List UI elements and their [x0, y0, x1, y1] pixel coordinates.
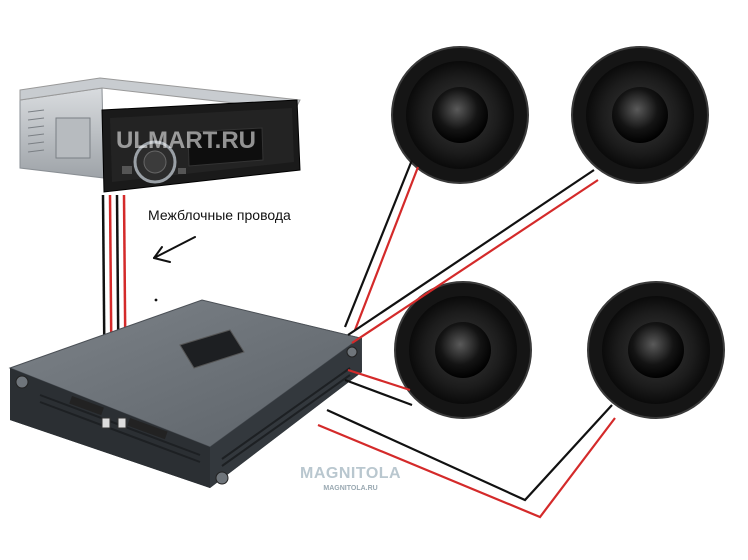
arrow-icon [153, 236, 196, 263]
interconnect-label: Межблочные провода [148, 207, 291, 223]
speaker-top-left [391, 46, 529, 184]
amplifier [8, 299, 362, 488]
logo-bottom-text: MAGNITOLA.RU [323, 485, 378, 492]
head-unit [19, 77, 301, 193]
logo-top-text: MAGNITOLA [300, 465, 402, 482]
speaker-bottom-left [394, 281, 532, 419]
dot-mark [154, 298, 158, 302]
speaker-top-right [571, 46, 709, 184]
amp-connectors [101, 417, 127, 429]
watermark-text: ULMART.RU [116, 127, 256, 154]
speaker-wires [317, 159, 616, 519]
speaker-bottom-right [587, 281, 725, 419]
brand-logo: MAGNITOLA MAGNITOLA.RU [300, 465, 402, 493]
